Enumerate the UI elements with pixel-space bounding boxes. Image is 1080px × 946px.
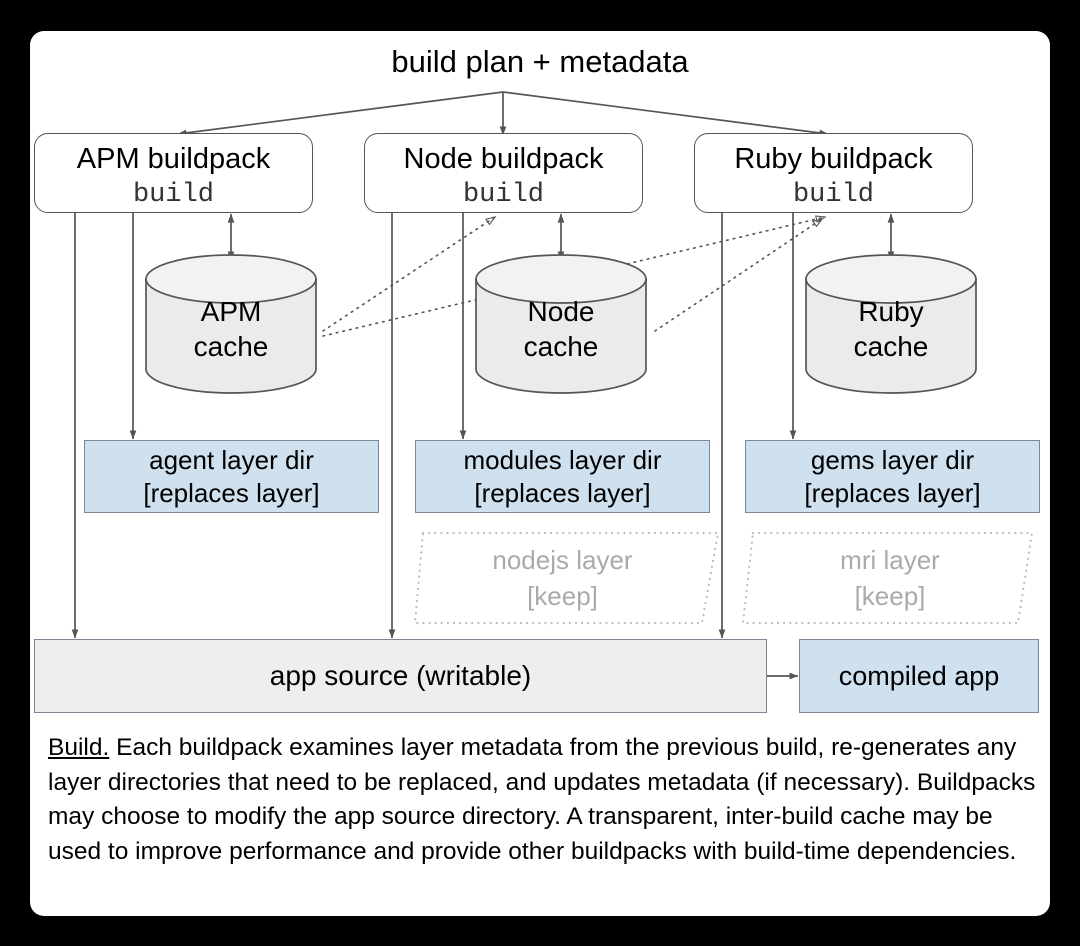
page-title: build plan + metadata <box>391 44 689 79</box>
ruby-cache-line1: Ruby <box>858 296 924 327</box>
gems-layer-dir-line2: [replaces layer] <box>804 477 981 508</box>
arrow-plan-to-ruby <box>502 91 829 137</box>
arrow-apm-cache-to-node-buildpack <box>322 217 495 332</box>
caption: Build. Each buildpack examines layer met… <box>48 731 1036 869</box>
modules-layer-dir-line2: [replaces layer] <box>474 477 651 508</box>
gems-layer-dir-box[interactable]: gems layer dir [replaces layer] <box>745 440 1040 513</box>
node-cache-line1: Node <box>527 296 595 327</box>
caption-lead: Build. <box>48 734 110 761</box>
modules-layer-dir-line1: modules layer dir <box>463 444 662 475</box>
nodejs-keep-layer: nodejs layer [keep] <box>415 533 710 623</box>
apm-cache-shape <box>145 254 317 394</box>
node-cache-label: Node cache <box>476 255 646 393</box>
ruby-cache[interactable]: Ruby cache <box>806 255 976 393</box>
agent-layer-dir-line2: [replaces layer] <box>143 477 320 508</box>
nodejs-keep-line1: nodejs layer <box>492 545 633 575</box>
node-buildpack-box[interactable]: Node buildpack build <box>364 133 643 213</box>
compiled-app-box[interactable]: compiled app <box>799 639 1039 713</box>
mri-keep-layer: mri layer [keep] <box>745 533 1035 623</box>
caption-body: Each buildpack examines layer metadata f… <box>48 734 1036 865</box>
ruby-buildpack-name: Ruby buildpack <box>734 143 933 175</box>
mri-keep-line1: mri layer <box>840 545 940 575</box>
apm-buildpack-box[interactable]: APM buildpack build <box>34 133 313 213</box>
ruby-cache-shape <box>805 254 977 394</box>
node-buildpack-command: build <box>462 180 544 210</box>
connector-layer <box>71 91 1034 680</box>
node-cache-shape <box>475 254 647 394</box>
ruby-buildpack-command: build <box>792 180 874 210</box>
ruby-cache-line2: cache <box>853 331 929 362</box>
arrow-plan-to-apm <box>177 91 504 137</box>
node-cache[interactable]: Node cache <box>476 255 646 393</box>
diagram-card: build plan + metadata APM buildpack buil… <box>30 31 1050 916</box>
cache-cylinder-shapes <box>145 254 977 394</box>
nodejs-keep-line2: [keep] <box>527 581 598 611</box>
apm-buildpack-command: build <box>132 180 214 210</box>
apm-cache-label: APM cache <box>146 255 316 393</box>
apm-cache[interactable]: APM cache <box>146 255 316 393</box>
node-buildpack-name: Node buildpack <box>403 143 604 175</box>
agent-layer-dir-box[interactable]: agent layer dir [replaces layer] <box>84 440 379 513</box>
apm-buildpack-name: APM buildpack <box>76 143 271 175</box>
node-cache-line2: cache <box>523 331 599 362</box>
gems-layer-dir-line1: gems layer dir <box>810 444 975 475</box>
apm-cache-line2: cache <box>193 331 269 362</box>
ruby-buildpack-box[interactable]: Ruby buildpack build <box>694 133 973 213</box>
apm-cache-line1: APM <box>200 296 262 327</box>
ruby-cache-label: Ruby cache <box>806 255 976 393</box>
mri-keep-line2: [keep] <box>854 581 926 611</box>
modules-layer-dir-box[interactable]: modules layer dir [replaces layer] <box>415 440 710 513</box>
app-source-box[interactable]: app source (writable) <box>34 639 767 713</box>
arrow-node-cache-to-ruby-buildpack <box>654 219 822 332</box>
agent-layer-dir-line1: agent layer dir <box>149 444 314 475</box>
